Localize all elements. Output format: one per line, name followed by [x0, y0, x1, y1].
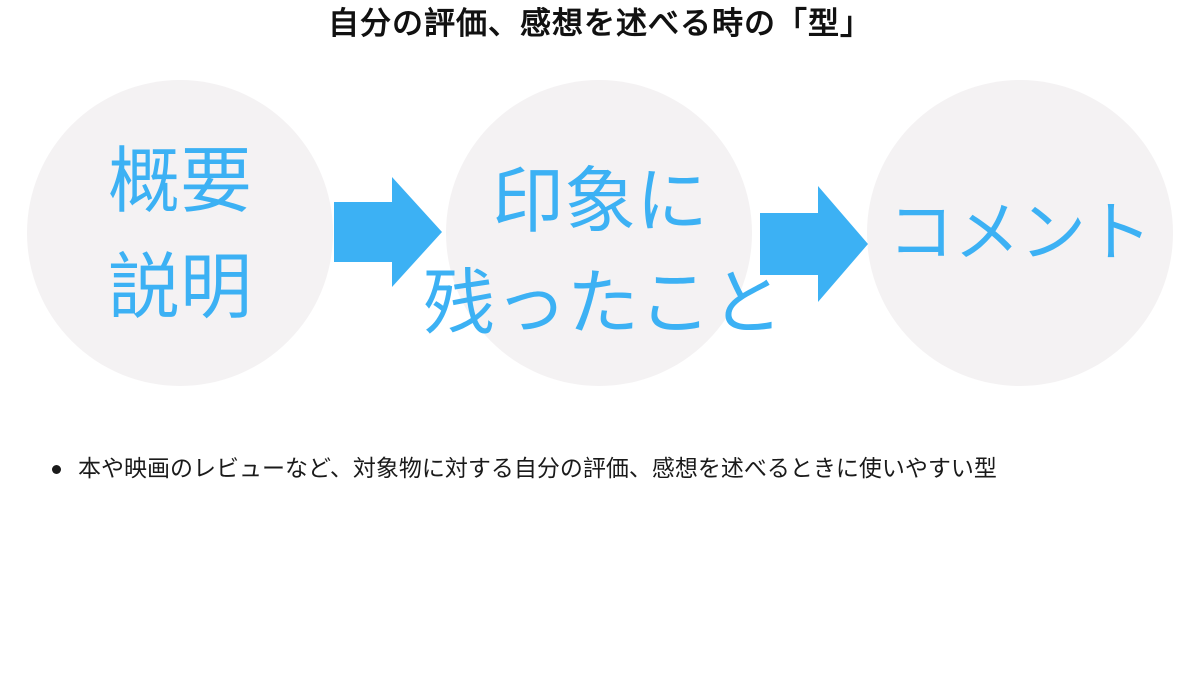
step-circle-overview [27, 80, 333, 386]
step-label-line: 残ったこと [422, 261, 783, 345]
step-circle-impression [446, 80, 752, 386]
bullet-icon [52, 465, 61, 474]
step-label-line: 印象に [491, 159, 708, 243]
list-item: 本や映画のレビューなど、対象物に対する自分の評価、感想を述べるときに使いやすい型 [45, 448, 1155, 491]
step-label-comment: コメント [888, 194, 1152, 271]
step-label-line: 概要 [107, 139, 252, 223]
step-circle-comment [867, 80, 1173, 386]
step-label-line: 説明 [107, 245, 252, 329]
note-text: 本や映画のレビューなど、対象物に対する自分の評価、感想を述べるときに使いやすい型 [78, 456, 997, 482]
diagram-title: 自分の評価、感想を述べる時の「型」 [328, 6, 872, 42]
right-arrow-icon [334, 177, 442, 287]
step-label-overview: 概要 説明 [95, 128, 265, 340]
right-arrow-icon [760, 186, 868, 302]
notes-list: 本や映画のレビューなど、対象物に対する自分の評価、感想を述べるときに使いやすい型 [45, 448, 1155, 491]
